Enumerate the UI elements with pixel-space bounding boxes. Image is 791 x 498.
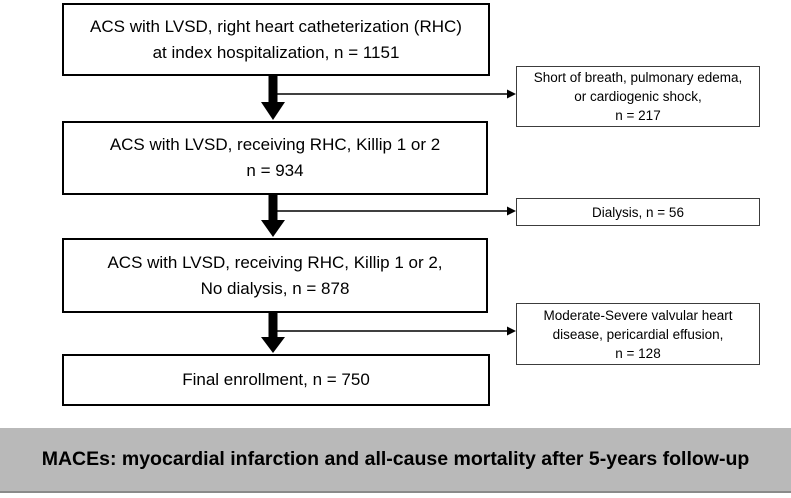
flow-box-killip-1-or-2: ACS with LVSD, receiving RHC, Killip 1 o… bbox=[62, 121, 488, 195]
flow-box-text: ACS with LVSD, receiving RHC, Killip 1 o… bbox=[109, 135, 441, 154]
flow-box-text: No dialysis, n = 878 bbox=[200, 278, 350, 298]
exclusion-box-text: n = 217 bbox=[615, 108, 661, 123]
exclusion-box-text: or cardiogenic shock, bbox=[574, 89, 702, 104]
flow-box-text: Final enrollment, n = 750 bbox=[182, 370, 370, 389]
flow-box-no-dialysis: ACS with LVSD, receiving RHC, Killip 1 o… bbox=[62, 238, 488, 313]
exclusion-box-text: Short of breath, pulmonary edema, bbox=[533, 70, 743, 85]
down-arrow-3 bbox=[261, 312, 285, 353]
exclusion-box-text: disease, pericardial effusion, bbox=[552, 326, 724, 342]
branch-arrow-3 bbox=[277, 326, 516, 336]
exclusion-box-text: n = 128 bbox=[615, 345, 661, 361]
branch-arrow-1 bbox=[277, 89, 516, 99]
down-arrow-1 bbox=[261, 75, 285, 120]
flow-box-text: ACS with LVSD, right heart catheterizati… bbox=[90, 16, 462, 36]
exclusion-box-shock: Short of breath, pulmonary edema, or car… bbox=[516, 66, 760, 127]
exclusion-box-dialysis: Dialysis, n = 56 bbox=[516, 198, 760, 226]
flow-box-text: ACS with LVSD, receiving RHC, Killip 1 o… bbox=[107, 252, 443, 272]
exclusion-box-valvular-disease: Moderate-Severe valvular heart disease, … bbox=[516, 303, 760, 365]
exclusion-box-text: Moderate-Severe valvular heart bbox=[543, 307, 733, 323]
flow-box-final-enrollment: Final enrollment, n = 750 bbox=[62, 354, 490, 406]
flow-box-index-hospitalization: ACS with LVSD, right heart catheterizati… bbox=[62, 3, 490, 76]
flow-box-text: at index hospitalization, n = 1151 bbox=[152, 42, 400, 62]
down-arrow-2 bbox=[261, 194, 285, 237]
maces-definition-banner: MACEs: myocardial infarction and all-cau… bbox=[0, 428, 791, 493]
branch-arrow-2 bbox=[277, 206, 516, 216]
exclusion-box-text: Dialysis, n = 56 bbox=[592, 204, 684, 220]
flow-box-text: n = 934 bbox=[246, 161, 304, 180]
maces-definition-text: MACEs: myocardial infarction and all-cau… bbox=[41, 448, 750, 470]
